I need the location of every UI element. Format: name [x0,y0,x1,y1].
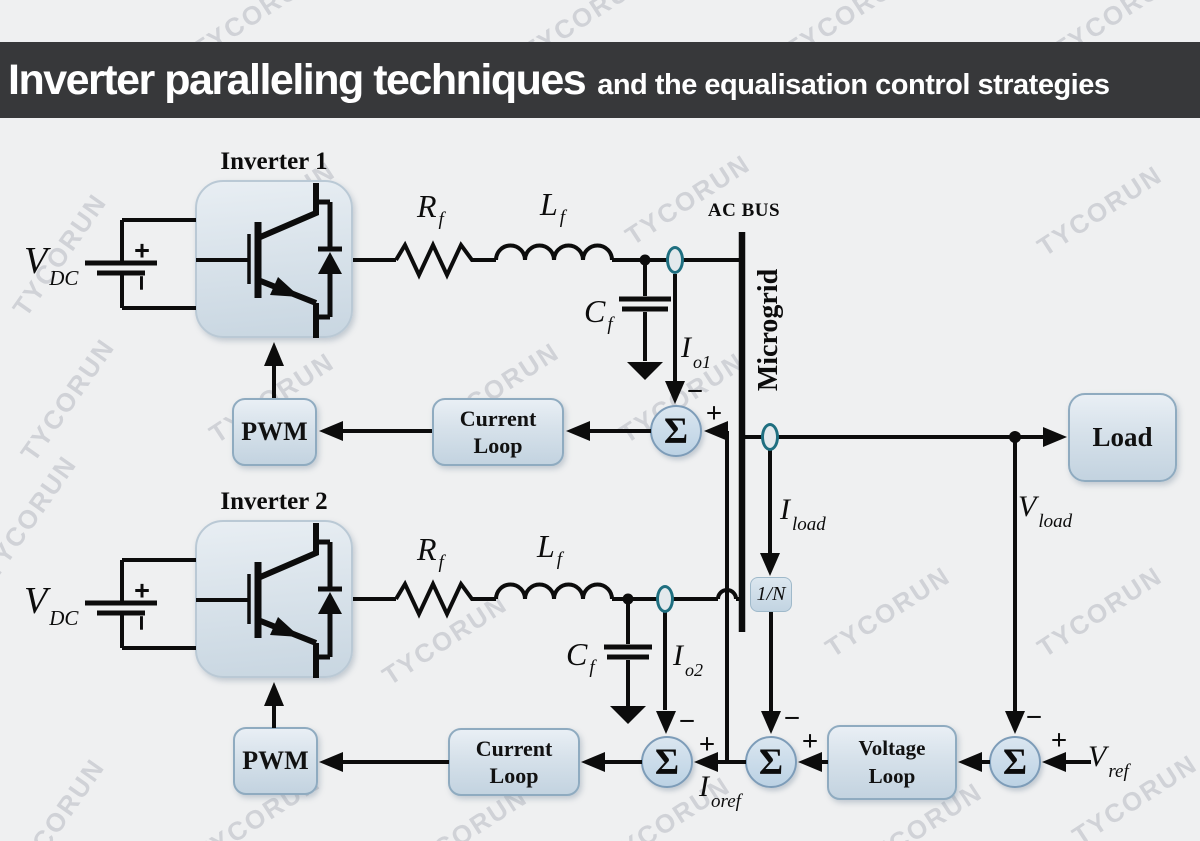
battery1-minus-sign: − [126,275,157,291]
junction-dot [639,254,651,266]
resistor2 [394,579,496,619]
current-sensor1-icon [666,246,684,274]
ac-bus-label: AC BUS [707,200,781,221]
battery1-wires [120,218,196,310]
arrowhead [704,421,728,441]
arrowhead [694,752,718,772]
title-bar: Inverter paralleling techniques and the … [0,42,1200,118]
sum3-plus-sign: + [801,725,819,758]
ground1-icon [627,362,663,380]
battery1-plus-sign: + [134,235,150,266]
battery1-plates [85,260,157,276]
inverter1-label: Inverter 1 [220,148,328,175]
igbt2-symbol [196,523,342,678]
battery2-minus-sign: − [126,615,157,631]
sum3-minus-sign: − [783,702,801,735]
ground2-icon [610,706,646,724]
battery2-plates [85,600,157,616]
sum4-plus-sign: + [1050,724,1068,757]
arrowhead [1005,711,1025,734]
arrowhead [665,381,685,404]
sum3-share: Σ [745,736,797,788]
arrowhead [566,421,590,441]
page-subtitle: and the equalisation control strategies [597,69,1110,101]
diode2-triangle [318,592,342,614]
gain-1-over-n-block: 1/N [750,577,792,612]
sum2-minus-sign: − [678,705,696,738]
sum4-voltage-error: Σ [989,736,1041,788]
arrowhead [264,682,284,706]
battery2-wires [120,558,196,650]
arrowhead [760,553,780,576]
junction-dot [1009,431,1021,443]
resistor1 [394,240,496,280]
igbt1-emitter-arrow [270,277,300,297]
arrowhead [958,752,982,772]
arrowhead [1042,752,1066,772]
junction-dot [622,593,634,605]
sum2-current-ref: Σ [641,736,693,788]
inductor2 [494,582,614,600]
battery2-plus-sign: + [134,575,150,606]
sum1-plus-sign: + [705,397,723,430]
voltage-loop-block: Voltage Loop [827,725,957,800]
igbt1-symbol [196,183,342,338]
current-loop1-block: Current Loop [432,398,564,466]
capacitor1-plates [619,296,671,312]
sum1-current-ref: Σ [650,405,702,457]
arrowhead [581,752,605,772]
arrowhead [319,752,343,772]
inductor1 [494,243,614,261]
pwm1-block: PWM [232,398,317,466]
arrowhead [1043,427,1067,447]
arrowhead [264,342,284,366]
diode1-triangle [318,252,342,274]
inverter2-label: Inverter 2 [220,488,328,515]
sum1-minus-sign: − [686,375,704,408]
capacitor2-plates [604,644,652,660]
sum4-minus-sign: − [1025,701,1043,734]
current-sensor2-icon [656,585,674,613]
load-block: Load [1068,393,1177,482]
load-current-sensor-icon [761,423,779,451]
page-title: Inverter paralleling techniques [8,56,587,104]
arrowhead [319,421,343,441]
arrowhead [656,711,676,734]
pwm2-block: PWM [233,727,318,795]
arrowhead [798,752,822,772]
sum2-plus-sign: + [698,728,716,761]
igbt2-emitter-arrow [270,617,300,637]
arrowhead [761,711,781,734]
